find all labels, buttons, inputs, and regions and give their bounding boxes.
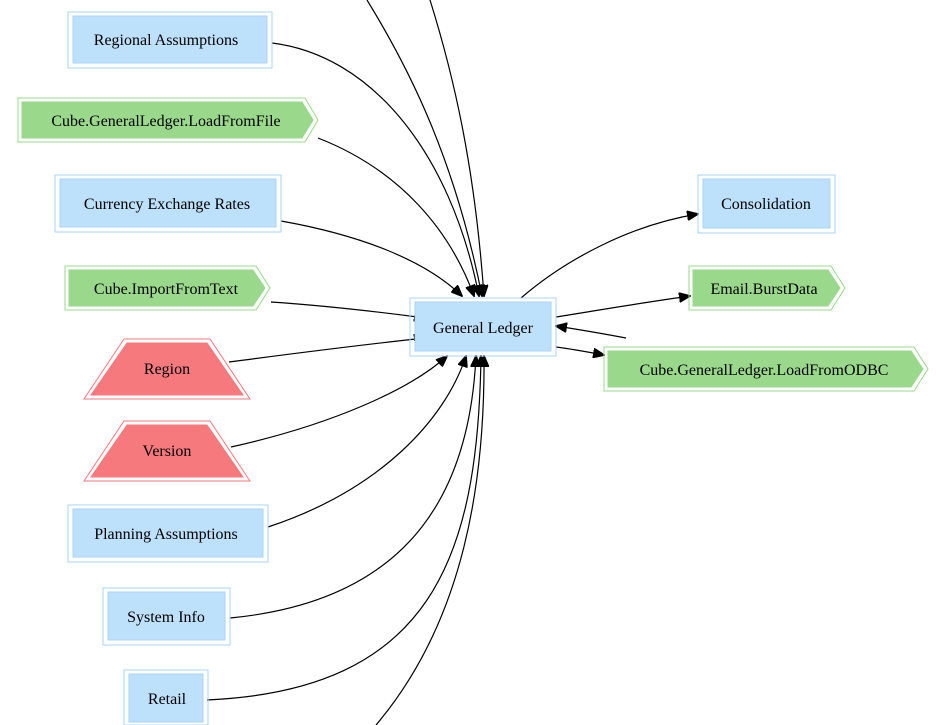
node-retail[interactable]: Retail <box>123 669 209 725</box>
trapezoid-fill <box>90 342 244 396</box>
cube-face <box>59 178 277 228</box>
cube-shape <box>67 11 273 69</box>
node-label: Cube.ImportFromText <box>94 281 239 298</box>
edge-offscreen-top-2-to-general-ledger <box>429 0 484 296</box>
edge-import-from-text-to-general-ledger <box>270 301 425 318</box>
node-label: Planning Assumptions <box>94 526 238 543</box>
node-general-ledger[interactable]: General Ledger <box>409 297 557 357</box>
cube-shape <box>123 669 209 725</box>
node-cube-gl-load-from-file[interactable]: Cube.GeneralLedger.LoadFromFile <box>17 97 319 143</box>
cube-face <box>72 15 268 64</box>
edge-load-from-odbc-to-general-ledger <box>556 326 627 339</box>
node-version[interactable]: Version <box>83 420 251 482</box>
edge-load-from-file-to-general-ledger <box>317 137 474 296</box>
node-label: General Ledger <box>433 320 534 337</box>
node-label: Regional Assumptions <box>94 32 238 49</box>
edges <box>206 0 698 725</box>
process-fill <box>68 269 266 307</box>
process-fill <box>21 101 314 139</box>
edge-general-ledger-to-consolidation <box>520 214 698 299</box>
process-outline <box>603 346 929 392</box>
cube-shape <box>409 297 557 357</box>
process-fill <box>692 269 841 307</box>
cube-face <box>72 508 264 558</box>
cube-shape <box>697 174 836 234</box>
node-consolidation[interactable]: Consolidation <box>697 174 836 234</box>
process-outline <box>17 97 319 143</box>
node-planning-assumptions[interactable]: Planning Assumptions <box>67 504 269 563</box>
node-cube-import-from-text[interactable]: Cube.ImportFromText <box>64 265 271 311</box>
process-outline <box>64 265 271 311</box>
node-system-info[interactable]: System Info <box>102 587 231 646</box>
cube-face <box>107 591 226 641</box>
cube-shape <box>54 174 282 233</box>
cube-face <box>702 178 831 229</box>
trapezoid-outline <box>83 420 251 482</box>
trapezoid-fill <box>90 424 244 478</box>
edge-general-ledger-to-load-from-odbc <box>555 346 604 355</box>
cube-shape <box>102 587 231 646</box>
node-label: Cube.GeneralLedger.LoadFromFile <box>51 113 280 130</box>
edge-offscreen-bottom-to-general-ledger <box>375 356 484 725</box>
process-fill <box>607 350 924 388</box>
edge-version-to-general-ledger <box>230 356 447 448</box>
node-email-burst-data[interactable]: Email.BurstData <box>688 265 846 311</box>
node-label: Retail <box>148 691 187 708</box>
edge-region-to-general-ledger <box>228 338 425 363</box>
node-label: Email.BurstData <box>710 281 817 298</box>
edge-general-ledger-to-email-burst-data <box>555 296 690 318</box>
edge-offscreen-top-1-to-general-ledger <box>366 0 482 296</box>
node-currency-exchange-rates[interactable]: Currency Exchange Rates <box>54 174 282 233</box>
edge-planning-assumptions-to-general-ledger <box>267 356 466 528</box>
node-regional-assumptions[interactable]: Regional Assumptions <box>67 11 273 69</box>
node-region[interactable]: Region <box>83 338 251 400</box>
edge-retail-to-general-ledger <box>206 356 481 701</box>
node-label: Consolidation <box>721 196 811 213</box>
edge-currency-exchange-rates-to-general-ledger <box>280 220 462 296</box>
edge-regional-assumptions-to-general-ledger <box>271 42 479 296</box>
node-label: System Info <box>127 609 205 626</box>
node-label: Cube.GeneralLedger.LoadFromODBC <box>640 362 889 379</box>
trapezoid-outline <box>83 338 251 400</box>
process-outline <box>688 265 846 311</box>
node-label: Currency Exchange Rates <box>84 196 250 213</box>
node-label: Version <box>143 443 192 460</box>
node-label: Region <box>144 361 190 378</box>
cube-face <box>128 673 204 723</box>
cube-shape <box>67 504 269 563</box>
node-cube-gl-load-from-odbc[interactable]: Cube.GeneralLedger.LoadFromODBC <box>603 346 929 392</box>
edge-system-info-to-general-ledger <box>229 356 476 619</box>
cube-face <box>414 301 552 352</box>
